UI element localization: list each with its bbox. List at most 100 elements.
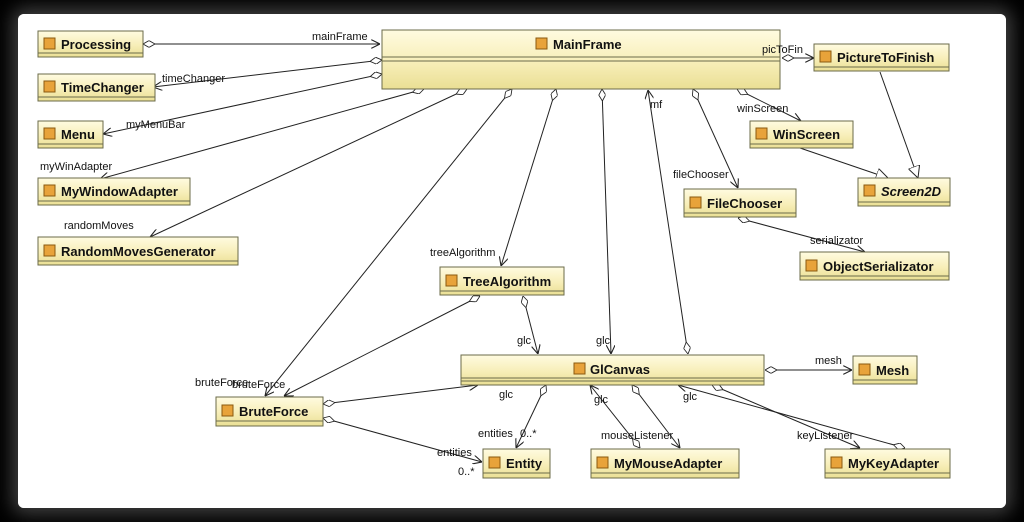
class-glcanvas[interactable]: GlCanvas xyxy=(460,354,765,386)
edge-glcanvas-mykeyadapter xyxy=(712,385,860,448)
class-icon xyxy=(863,184,876,197)
class-icon xyxy=(445,274,458,287)
class-name: Menu xyxy=(61,127,95,142)
class-icon xyxy=(689,196,702,209)
class-randommovesgenerator[interactable]: RandomMovesGenerator xyxy=(37,236,239,266)
edge-mykeyadapter-glcanvas xyxy=(678,385,905,448)
class-treealgorithm[interactable]: TreeAlgorithm xyxy=(439,266,565,296)
edge-glcanvas-mainframe xyxy=(648,90,688,354)
label-glc-mouse: glc xyxy=(594,394,609,406)
class-mesh[interactable]: Mesh xyxy=(852,355,918,385)
class-mainframe[interactable]: MainFrame xyxy=(381,29,781,90)
label-mf: mf xyxy=(650,99,663,111)
edge-mainframe-bruteforce xyxy=(265,89,512,396)
edge-winscreen-screen2d xyxy=(799,147,888,178)
class-icon xyxy=(830,456,843,469)
label-entities-bottom: entities xyxy=(437,447,472,459)
class-name: WinScreen xyxy=(773,127,840,142)
class-name: GlCanvas xyxy=(590,362,650,377)
class-mykeyadapter[interactable]: MyKeyAdapter xyxy=(824,448,951,479)
edge-labels: mainFrame timeChanger myMenuBar myWinAda… xyxy=(40,31,864,478)
edge-mainframe-randommoves xyxy=(150,89,467,237)
label-entities-mult2: 0..* xyxy=(458,466,475,478)
class-boxes: Processing MainFrame PictureToFinish xyxy=(37,29,951,479)
class-name: FileChooser xyxy=(707,196,782,211)
class-icon xyxy=(43,184,56,197)
edge-mainframe-filechooser xyxy=(693,89,738,188)
class-icon xyxy=(43,127,56,140)
edge-treealgorithm-bruteforce xyxy=(284,296,480,396)
label-entities-top: entities xyxy=(478,428,513,440)
label-mouselistener: mouseListener xyxy=(601,430,673,442)
class-name: MyWindowAdapter xyxy=(61,184,178,199)
class-mywindowadapter[interactable]: MyWindowAdapter xyxy=(37,177,191,206)
class-icon xyxy=(43,80,56,93)
class-icon xyxy=(535,37,548,50)
edge-mainframe-treealgorithm xyxy=(501,89,556,266)
class-processing[interactable]: Processing xyxy=(37,30,144,58)
label-serializator: serializator xyxy=(810,235,864,247)
label-glc-key: glc xyxy=(683,391,698,403)
label-glc-brute: glc xyxy=(499,389,514,401)
edge-mainframe-mywindowadapter xyxy=(100,89,424,179)
class-name: MyKeyAdapter xyxy=(848,456,939,471)
class-name: PictureToFinish xyxy=(837,50,934,65)
label-glc-tree: glc xyxy=(517,335,532,347)
label-filechooser: fileChooser xyxy=(673,169,729,181)
edge-mainframe-glcanvas xyxy=(602,89,611,354)
class-icon xyxy=(221,404,234,417)
class-icon xyxy=(805,259,818,272)
class-icon xyxy=(573,362,586,375)
label-keylistener: keyListener xyxy=(797,430,854,442)
class-winscreen[interactable]: WinScreen xyxy=(749,120,854,149)
class-name: RandomMovesGenerator xyxy=(61,244,216,259)
class-bruteforce[interactable]: BruteForce xyxy=(215,396,324,427)
class-name: MainFrame xyxy=(553,37,622,52)
edge-treealgorithm-glcanvas xyxy=(523,296,538,354)
edge-bruteforce-entity xyxy=(323,418,482,462)
label-timechanger: timeChanger xyxy=(162,73,225,85)
class-icon xyxy=(488,456,501,469)
label-treealgorithm: treeAlgorithm xyxy=(430,247,495,259)
class-picturetofinish[interactable]: PictureToFinish xyxy=(813,43,950,72)
class-icon xyxy=(43,244,56,257)
class-timechanger[interactable]: TimeChanger xyxy=(37,73,156,102)
class-name: MyMouseAdapter xyxy=(614,456,722,471)
edge-mainframe-winscreen xyxy=(737,89,801,121)
class-icon xyxy=(858,363,871,376)
class-name: TimeChanger xyxy=(61,80,144,95)
class-name: Processing xyxy=(61,37,131,52)
class-name: ObjectSerializator xyxy=(823,259,934,274)
label-glc-main: glc xyxy=(596,335,611,347)
class-name: TreeAlgorithm xyxy=(463,274,551,289)
class-icon xyxy=(596,456,609,469)
class-filechooser[interactable]: FileChooser xyxy=(683,188,797,218)
edge-picturetofinish-screen2d xyxy=(879,71,918,178)
class-icon xyxy=(819,50,832,63)
edge-glcanvas-entity xyxy=(516,385,546,448)
class-icon xyxy=(43,37,56,50)
edge-bruteforce-glcanvas xyxy=(323,385,478,404)
label-mesh: mesh xyxy=(815,355,842,367)
label-mainframe: mainFrame xyxy=(312,31,368,43)
class-icon xyxy=(755,127,768,140)
label-winscreen: winScreen xyxy=(736,103,788,115)
class-name: Screen2D xyxy=(881,184,942,199)
class-screen2d[interactable]: Screen2D xyxy=(857,177,951,207)
class-entity[interactable]: Entity xyxy=(482,448,551,479)
class-mymouseadapter[interactable]: MyMouseAdapter xyxy=(590,448,740,479)
label-randommoves: randomMoves xyxy=(64,220,134,232)
label-pictofin: picToFin xyxy=(762,44,803,56)
label-bruteforce-b: bruteForce xyxy=(232,379,285,391)
class-name: Entity xyxy=(506,456,543,471)
class-objectserializator[interactable]: ObjectSerializator xyxy=(799,251,950,281)
class-name: Mesh xyxy=(876,363,909,378)
class-menu[interactable]: Menu xyxy=(37,120,104,149)
label-mywinadapter: myWinAdapter xyxy=(40,161,112,173)
edge-filechooser-objectserializator xyxy=(738,218,865,252)
label-mymenubar: myMenuBar xyxy=(126,119,186,131)
label-bruteforce-a: bruteForce xyxy=(195,377,248,389)
label-entities-mult: 0..* xyxy=(520,428,537,440)
